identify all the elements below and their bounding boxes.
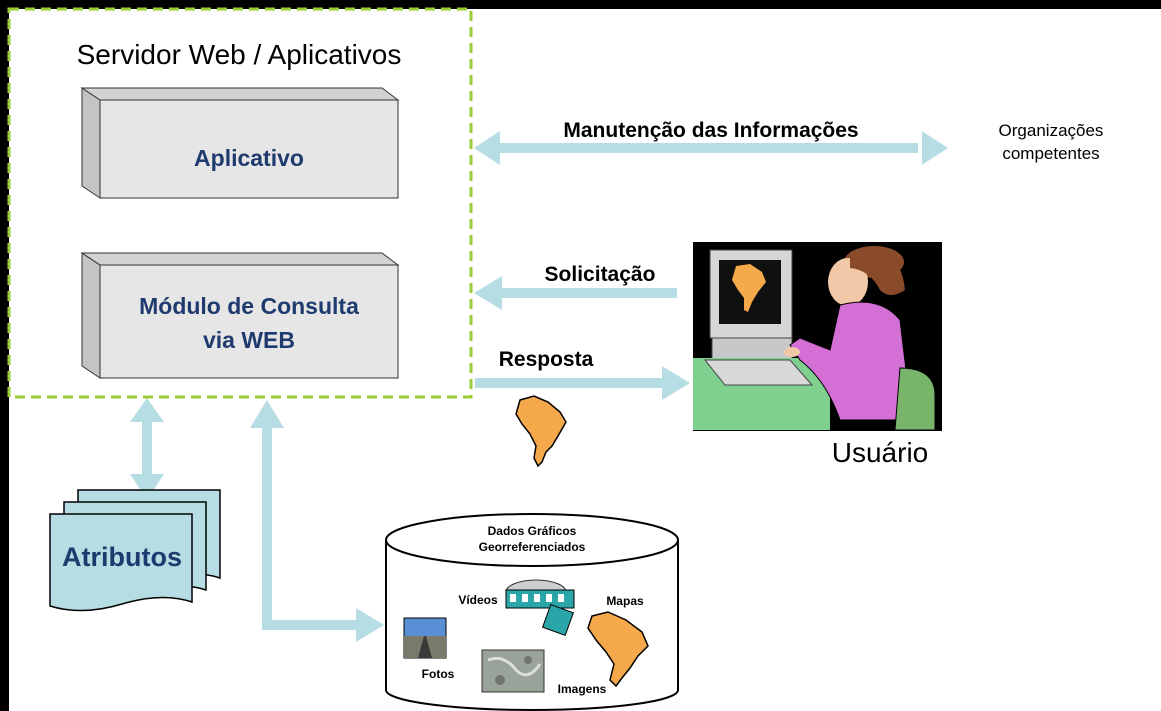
database-title-line2: Georreferenciados [479,540,586,554]
left-border [0,0,9,711]
organizations-line1: Organizações [999,121,1104,140]
maintenance-arrow [474,131,948,165]
organizations-line2: competentes [1002,144,1099,163]
attributes-label: Atributos [62,542,182,572]
user-illustration [693,242,942,431]
server-region [7,7,473,399]
response-arrow [475,366,690,400]
response-label: Resposta [499,348,594,371]
south-america-map-icon [515,395,567,468]
attributes-documents: Atributos [49,489,221,612]
database-title-line1: Dados Gráficos [488,524,577,538]
database-cylinder [385,513,679,711]
maps-icon [587,611,649,688]
consult-box: Módulo de Consulta via WEB [80,252,400,379]
app-box-label: Aplicativo [194,145,304,171]
attributes-arrow [130,398,164,500]
photos-label: Fotos [422,667,455,681]
maintenance-label: Manutenção das Informações [563,119,858,142]
app-box: Aplicativo [80,87,400,199]
request-arrow [474,276,677,310]
satellite-image-icon [481,649,545,693]
top-border [0,0,1161,9]
maps-label: Mapas [606,594,644,608]
consult-box-line1: Módulo de Consulta [139,293,359,319]
request-label: Solicitação [545,263,656,286]
server-title: Servidor Web / Aplicativos [77,39,402,70]
user-label: Usuário [832,437,928,468]
photo-icon [403,617,447,659]
film-reel-icon [505,579,575,637]
images-label: Imagens [558,682,607,696]
consult-box-line2: via WEB [203,327,295,353]
database-arrow [250,400,384,642]
videos-label: Vídeos [458,593,498,607]
